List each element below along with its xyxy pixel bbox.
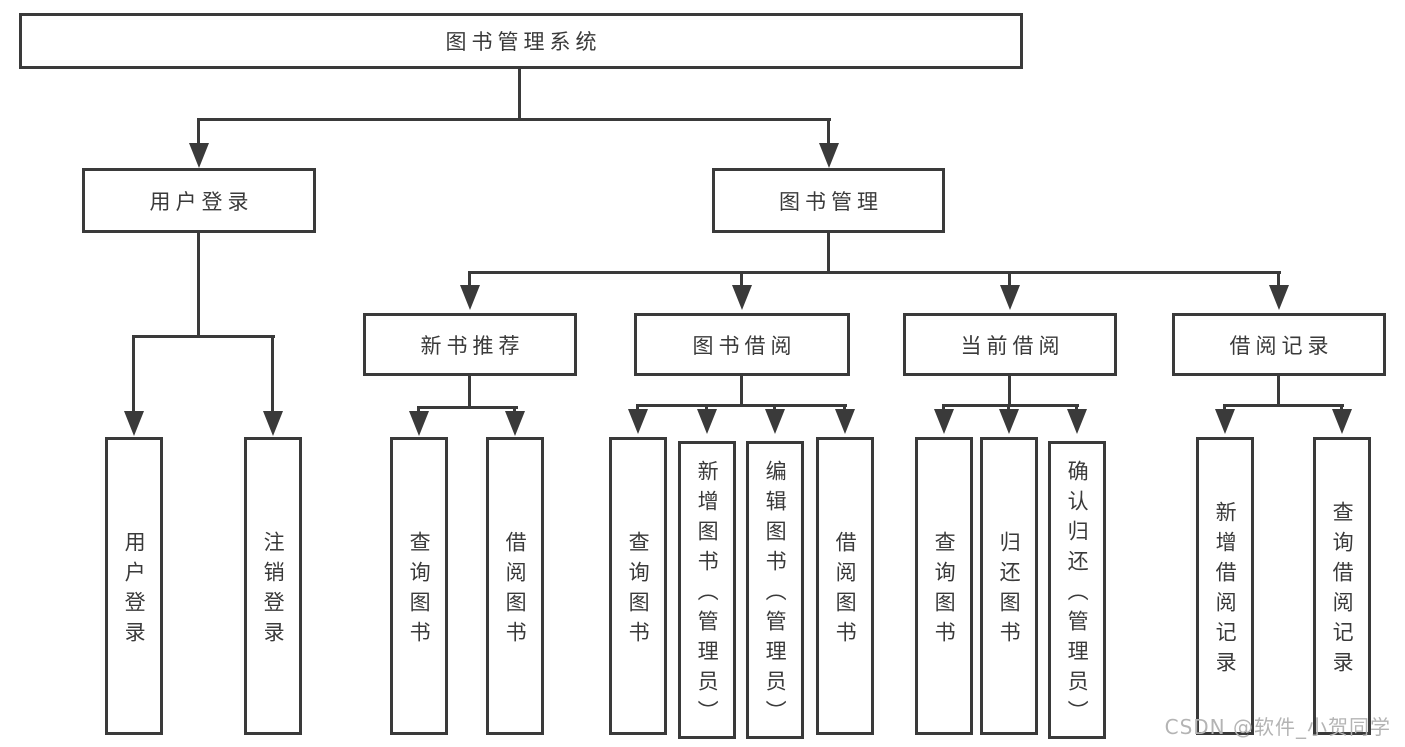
connector-root-bar: [197, 118, 831, 121]
connector-arrow-query-borrow-record: [1331, 404, 1352, 434]
node-borrowing-records: 借阅记录: [1172, 313, 1386, 376]
connector-current-borrowing-stem: [1008, 376, 1011, 407]
connector-arrow-new-book-recommendation: [459, 271, 480, 310]
leaf-return-books: 归还图书: [980, 437, 1038, 735]
connector-arrow-query-books-2: [627, 404, 648, 434]
leaf-query-books-1: 查询图书: [390, 437, 448, 735]
leaf-query-books-2: 查询图书: [609, 437, 667, 735]
connector-arrow-borrowing-records: [1268, 271, 1289, 310]
leaf-confirm-return-admin: 确认归还（管理员）: [1048, 441, 1106, 739]
connector-arrow-borrow-books-1: [504, 406, 525, 436]
connector-arrow-leaf-user-login: [123, 335, 144, 436]
connector-user-login-bar: [132, 335, 275, 338]
node-book-borrowing: 图书借阅: [634, 313, 850, 376]
node-new-book-recommendation: 新书推荐: [363, 313, 577, 376]
connector-user-login-stem: [197, 233, 200, 338]
node-user-login: 用户登录: [82, 168, 316, 233]
connector-arrow-borrow-books-2: [834, 404, 855, 434]
node-current-borrowing: 当前借阅: [903, 313, 1117, 376]
leaf-query-books-3: 查询图书: [915, 437, 973, 735]
connector-arrow-confirm-return: [1066, 404, 1087, 434]
connector-borrowing-records-stem: [1277, 376, 1280, 407]
connector-arrow-user-login: [188, 118, 209, 168]
connector-arrow-book-management: [818, 118, 839, 168]
connector-arrow-add-borrow-record: [1214, 404, 1235, 434]
connector-new-book-bar: [417, 406, 518, 409]
connector-book-management-stem: [827, 233, 830, 274]
leaf-add-book-admin: 新增图书（管理员）: [678, 441, 736, 739]
connector-arrow-query-books-3: [933, 404, 954, 434]
leaf-edit-book-admin: 编辑图书（管理员）: [746, 441, 804, 739]
connector-arrow-add-book: [696, 404, 717, 434]
connector-arrow-return-books: [998, 404, 1019, 434]
leaf-query-borrow-record: 查询借阅记录: [1313, 437, 1371, 735]
connector-book-borrowing-stem: [740, 376, 743, 407]
connector-book-borrowing-bar: [636, 404, 847, 407]
csdn-watermark: CSDN @软件_小贺同学: [1164, 715, 1391, 739]
connector-arrow-query-books-1: [408, 406, 429, 436]
connector-arrow-edit-book: [764, 404, 785, 434]
leaf-user-login: 用户登录: [105, 437, 163, 735]
connector-arrow-current-borrowing: [999, 271, 1020, 310]
leaf-borrow-books-2: 借阅图书: [816, 437, 874, 735]
connector-arrow-book-borrowing: [731, 271, 752, 310]
connector-arrow-leaf-logout: [262, 335, 283, 436]
leaf-logout: 注销登录: [244, 437, 302, 735]
leaf-borrow-books-1: 借阅图书: [486, 437, 544, 735]
connector-borrowing-records-bar: [1223, 404, 1344, 407]
connector-current-borrowing-bar: [942, 404, 1079, 407]
connector-book-management-bar: [468, 271, 1281, 274]
leaf-add-borrow-record: 新增借阅记录: [1196, 437, 1254, 735]
node-library-management-system: 图书管理系统: [19, 13, 1023, 69]
node-book-management: 图书管理: [712, 168, 945, 233]
connector-root-stem: [518, 69, 521, 121]
connector-new-book-stem: [468, 376, 471, 409]
